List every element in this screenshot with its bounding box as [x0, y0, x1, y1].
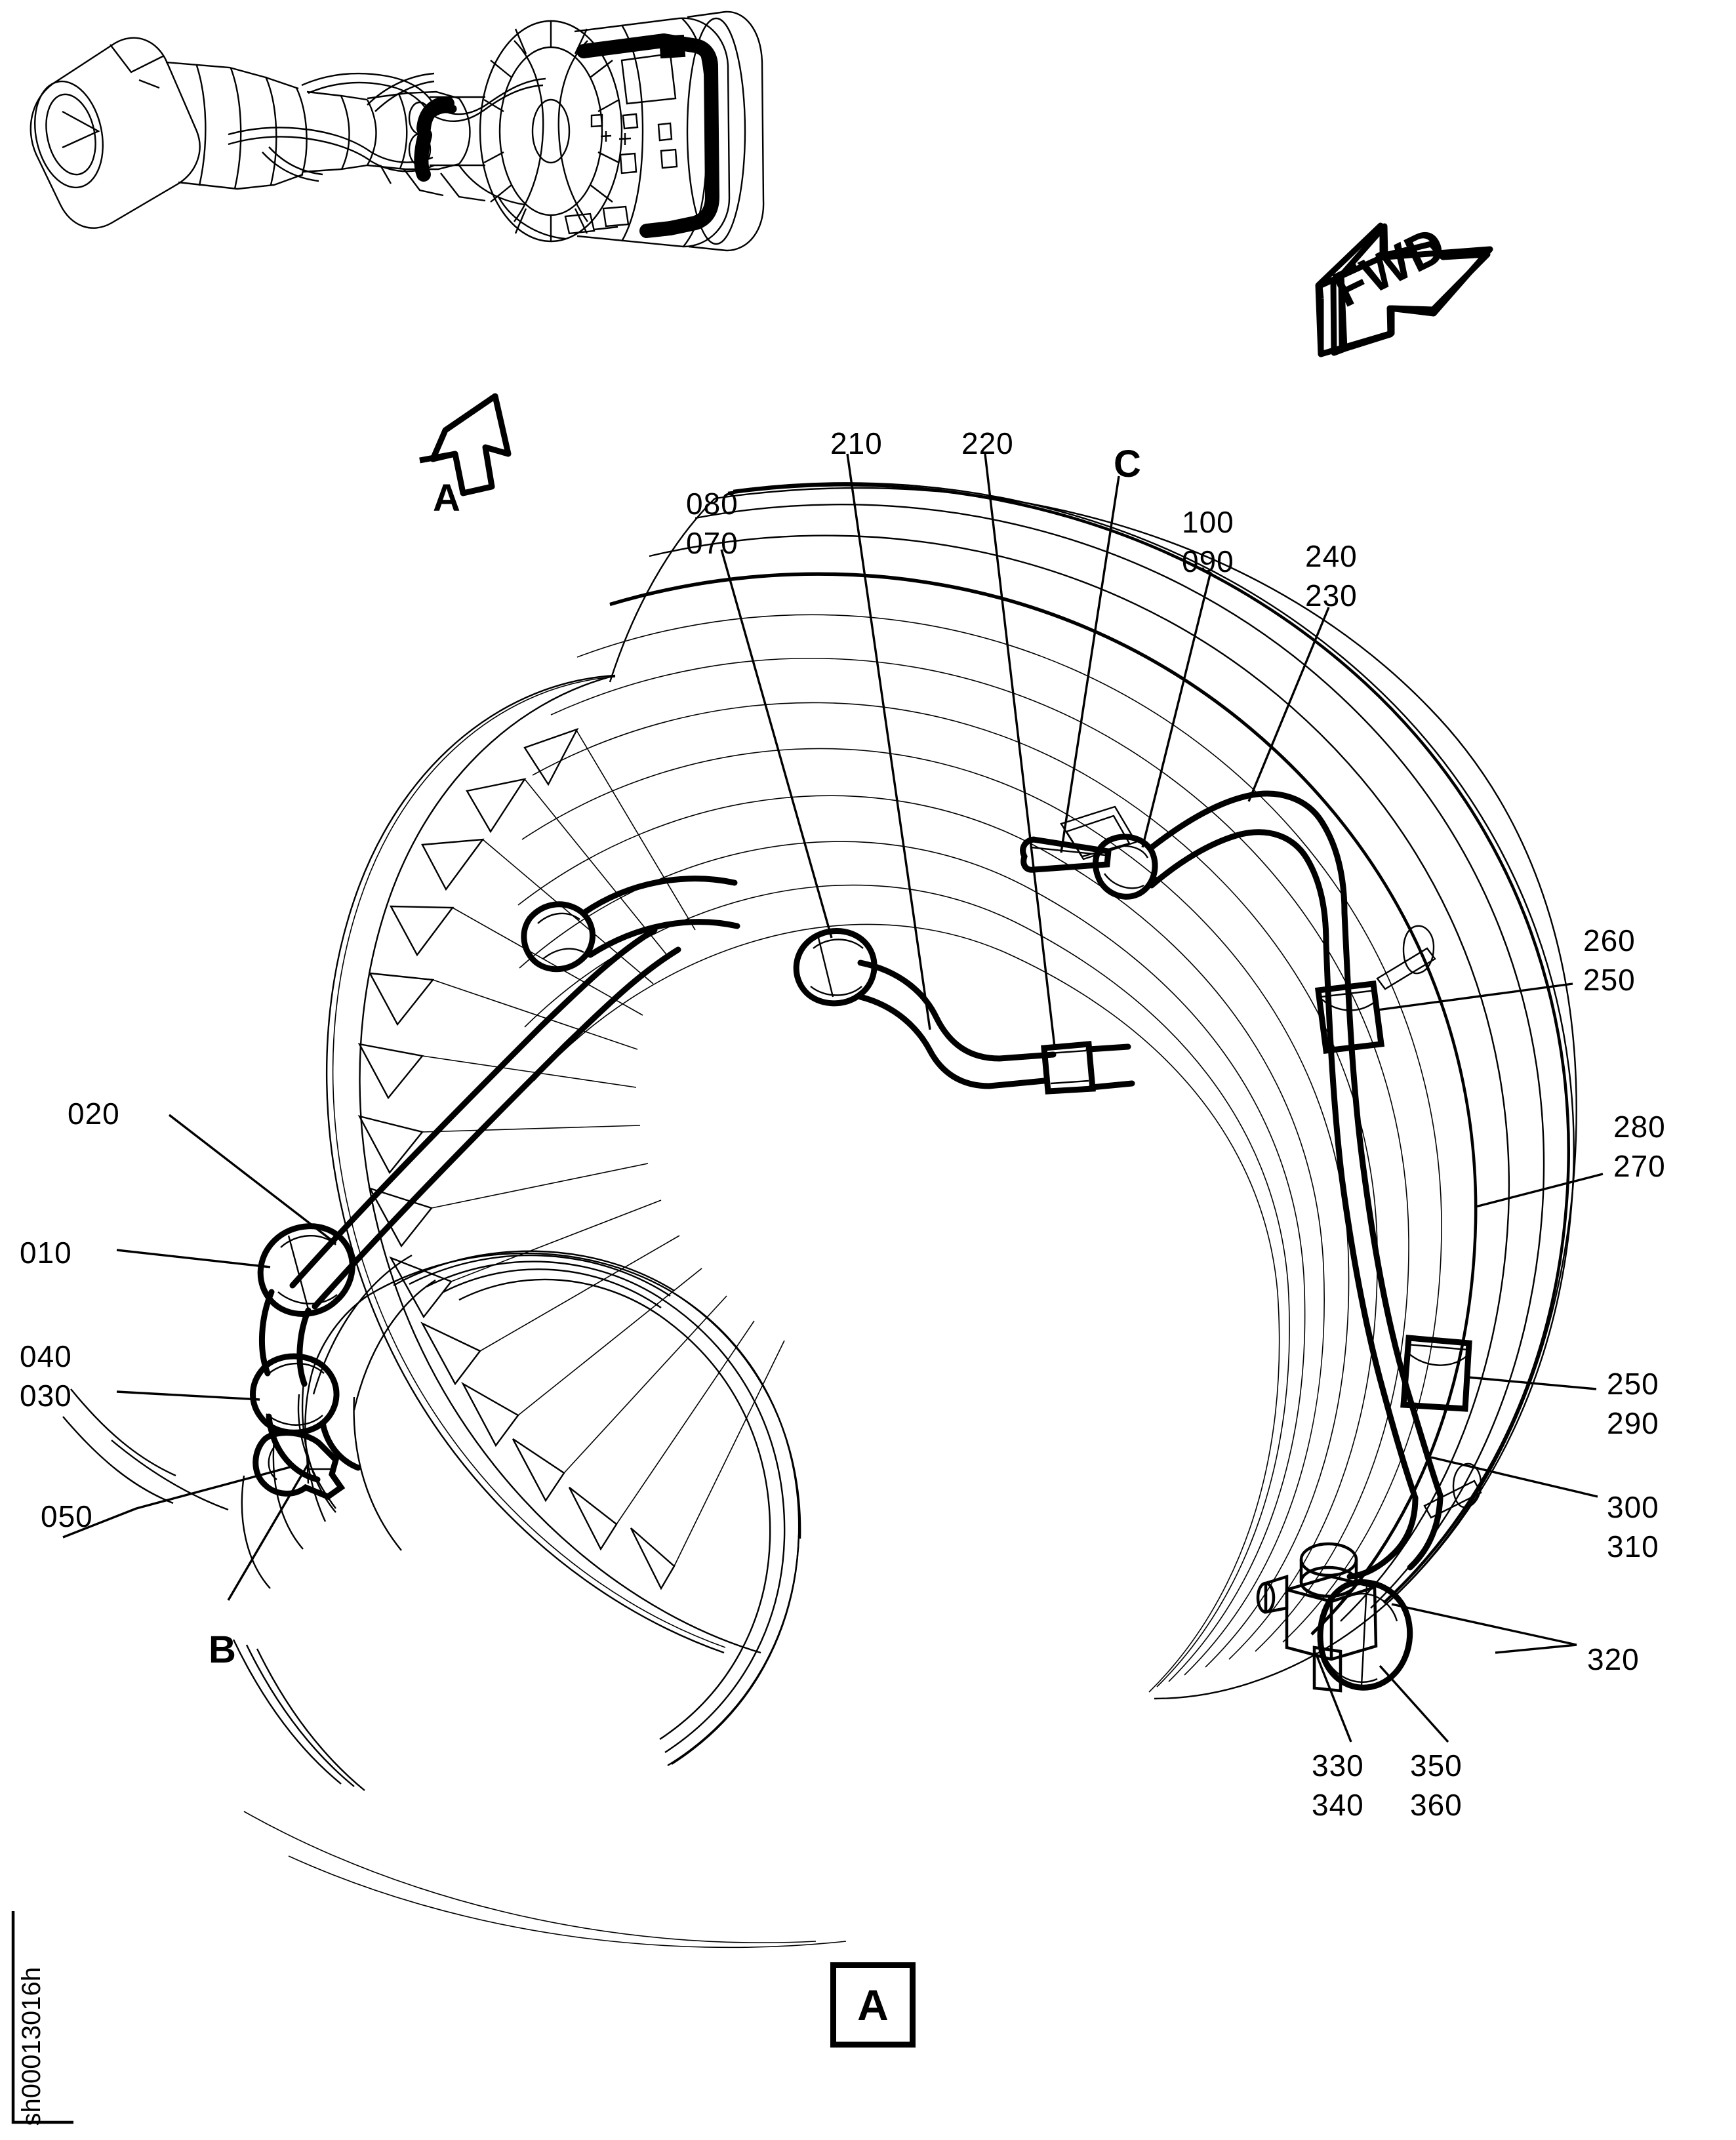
- blade-radials: [422, 729, 785, 1567]
- tube-main-upper-right: [1148, 790, 1348, 946]
- tube-forward-run: [289, 927, 681, 1310]
- valve-body: [1285, 1575, 1378, 1661]
- callout-280: 280: [1613, 1110, 1666, 1144]
- tube-coupling-upper-left: [521, 901, 595, 973]
- fwd-arrow-outline: [1330, 223, 1493, 356]
- support-stud-320: [1423, 1463, 1482, 1519]
- callout-050: 050: [41, 1499, 93, 1533]
- booster-barrel: [304, 1250, 801, 1767]
- callout-260: 260: [1583, 923, 1636, 958]
- main-engine-assembly: [62, 482, 1577, 1948]
- callout-220: 220: [961, 426, 1014, 460]
- duct-highlight-rings: [609, 483, 1570, 1636]
- callout-070: 070: [686, 526, 738, 560]
- callout-330: 330: [1312, 1748, 1364, 1783]
- sheet-id: sh00013016h: [17, 1966, 46, 2126]
- callout-020: 020: [68, 1097, 120, 1131]
- duct-inner-rings: [517, 614, 1442, 1693]
- callout-270: 270: [1613, 1149, 1666, 1183]
- callout-240: 240: [1305, 539, 1358, 573]
- callout-300: 300: [1607, 1490, 1659, 1524]
- callout-100: 100: [1182, 505, 1234, 539]
- tube-main-right-descending: [1323, 910, 1443, 1501]
- clamp-250-290: [1400, 1335, 1472, 1412]
- callout-360: 360: [1410, 1788, 1463, 1822]
- callout-210: 210: [830, 426, 883, 460]
- callout-290: 290: [1607, 1406, 1659, 1440]
- detail-letter-c: C: [1114, 443, 1142, 485]
- fan-blades: [357, 727, 676, 1590]
- callout-230: 230: [1305, 578, 1358, 613]
- detail-letter-b: B: [209, 1628, 237, 1671]
- callout-340: 340: [1312, 1788, 1364, 1822]
- clamp-assembly-left: [250, 1223, 361, 1501]
- leader-lines: [62, 453, 1604, 1743]
- callout-250-lower: 250: [1607, 1367, 1659, 1401]
- bracket-detail-c: [1020, 805, 1158, 900]
- callout-080: 080: [686, 487, 738, 521]
- bracket-050: [252, 1430, 346, 1501]
- detail-letter-a-top: A: [433, 477, 461, 519]
- detail-view-a-box: A: [830, 1962, 916, 2048]
- callout-250-upper: 250: [1583, 963, 1636, 997]
- view-arrow-a: [419, 393, 512, 496]
- clamp-250-260: [1314, 925, 1436, 1054]
- callout-320: 320: [1587, 1642, 1640, 1676]
- overview-engine-thumbnail: [30, 10, 765, 252]
- callout-090: 090: [1182, 544, 1234, 578]
- callout-040: 040: [20, 1339, 72, 1373]
- callout-310: 310: [1607, 1529, 1659, 1564]
- callout-010: 010: [20, 1236, 72, 1270]
- callout-030: 030: [20, 1379, 72, 1413]
- valve-assembly: [1256, 1495, 1443, 1693]
- callout-350: 350: [1410, 1748, 1463, 1783]
- fan-face: [62, 674, 847, 1948]
- tube-run-upper-mid: [793, 928, 1135, 1095]
- sheet-id-bracket: [11, 1911, 73, 2124]
